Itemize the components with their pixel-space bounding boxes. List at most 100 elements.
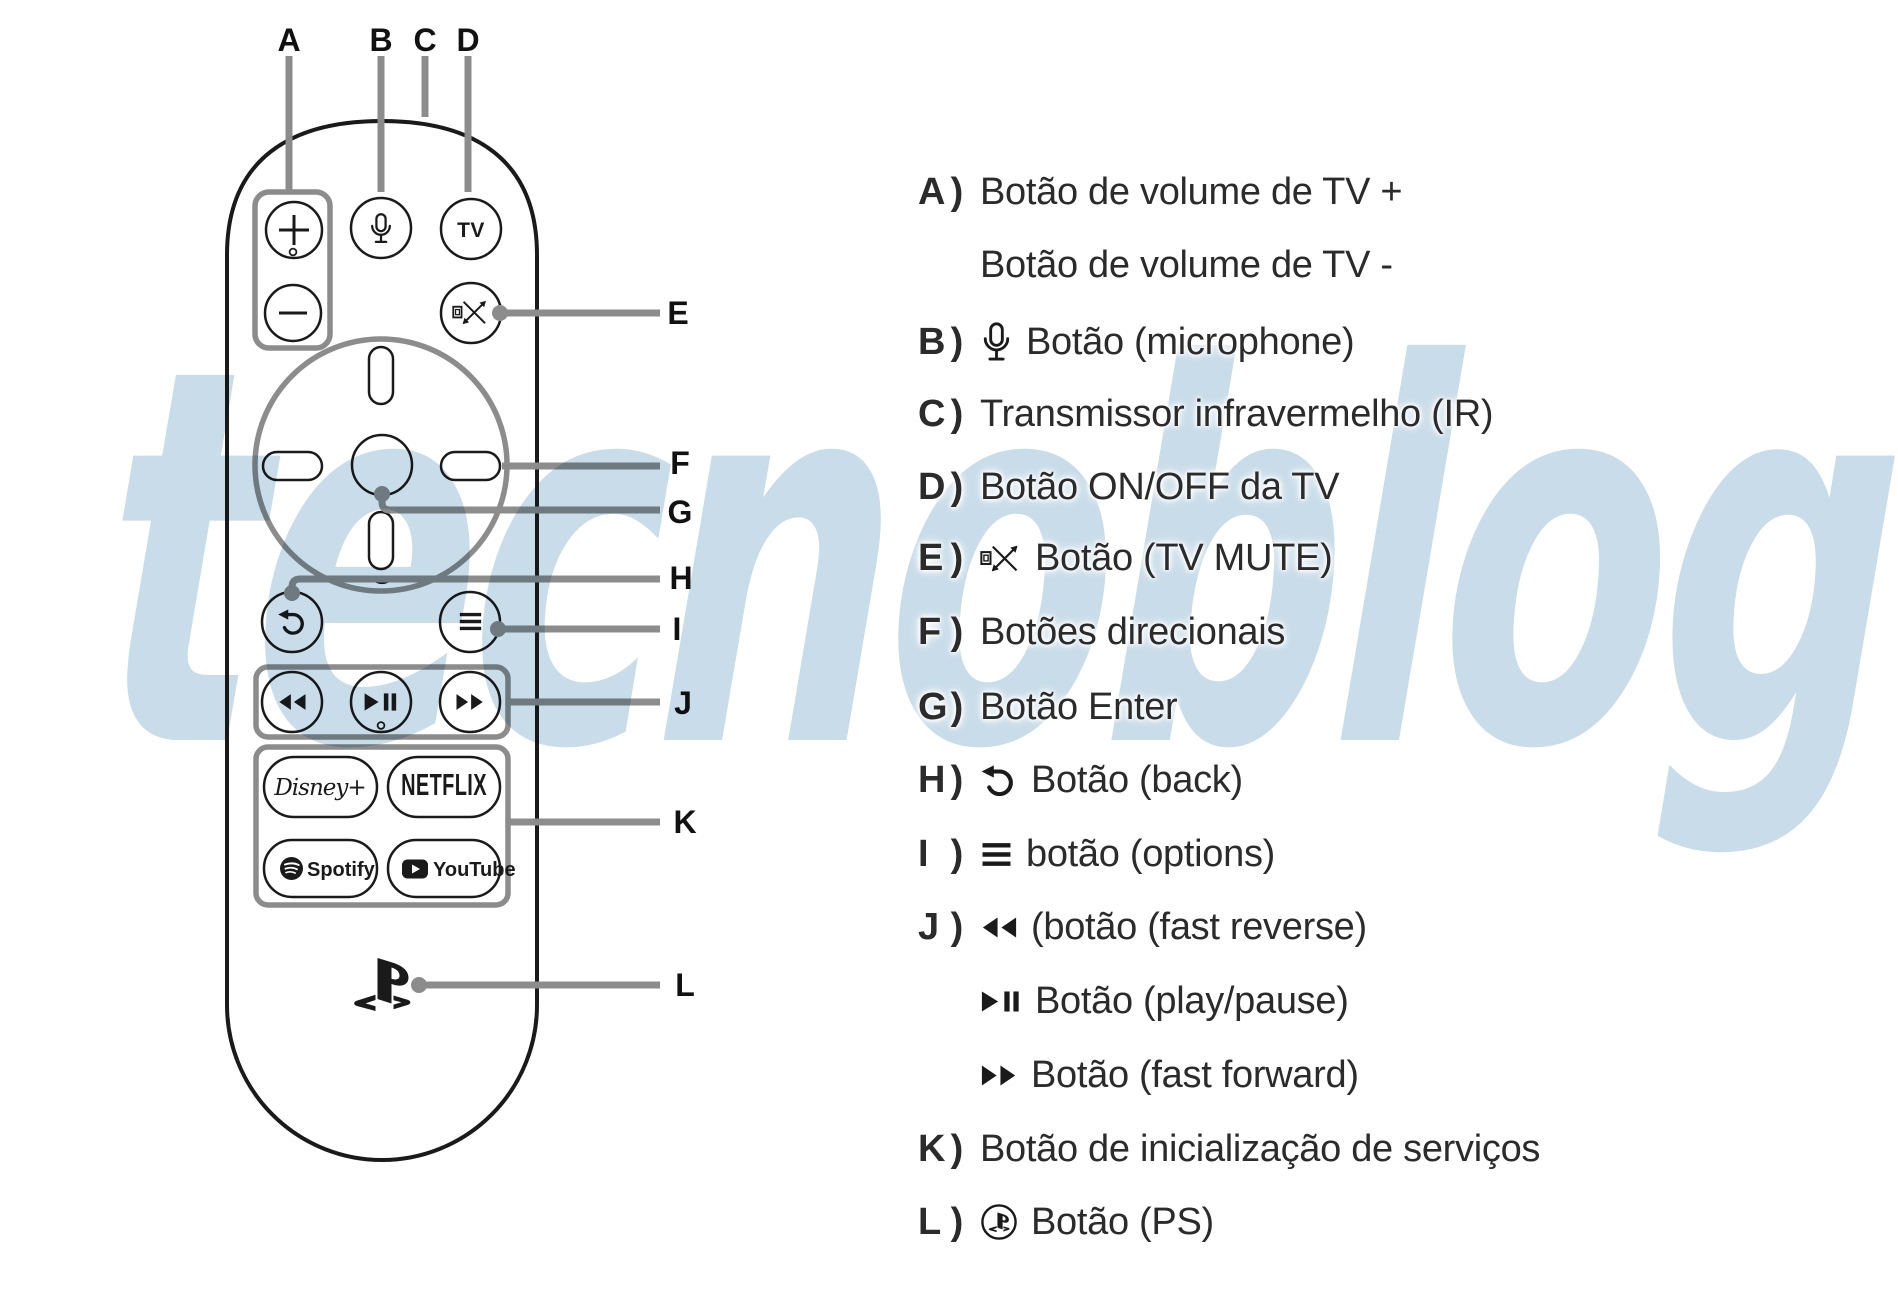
callout-dot-h xyxy=(284,585,300,601)
legend-paren: ) xyxy=(950,685,964,728)
legend-letter: C xyxy=(918,392,946,435)
callout-letter-d: D xyxy=(456,22,479,58)
fast-forward-button xyxy=(438,670,502,734)
callout-letter-a: A xyxy=(277,22,300,58)
callout-letter-g: G xyxy=(668,494,693,530)
callout-letter-f: F xyxy=(670,445,690,481)
disney-plus-button xyxy=(262,755,379,819)
legend-paren: ) xyxy=(950,170,964,213)
legend-paren: ) xyxy=(950,1127,964,1170)
legend-text: Botões direcionais xyxy=(980,610,1286,653)
fast-reverse-button xyxy=(260,670,324,734)
legend-text: Botão (microphone) xyxy=(1026,320,1355,363)
youtube-icon xyxy=(402,859,428,879)
legend-paren: ) xyxy=(950,610,964,653)
legend-paren: ) xyxy=(950,465,964,508)
legend-text: Botão de volume de TV + xyxy=(980,170,1403,213)
legend-text: Transmissor infravermelho (IR) xyxy=(980,392,1494,435)
legend-letter: G xyxy=(918,685,948,728)
callout-letter-h: H xyxy=(669,560,692,596)
legend-row-b: B) Botão (microphone) xyxy=(918,312,1355,372)
legend-paren: ) xyxy=(950,320,964,363)
legend-letter: F xyxy=(918,610,941,653)
callout-letter-k: K xyxy=(673,804,696,840)
legend-letter: E xyxy=(918,536,944,579)
play-pause-icon xyxy=(981,990,1019,1012)
legend-text: Botão de volume de TV - xyxy=(980,243,1393,286)
tv-power-button xyxy=(439,197,503,261)
legend-row-j2: Botão (play/pause) xyxy=(918,971,1349,1031)
legend-letter: B xyxy=(918,320,946,363)
volume-up-tactile-dot xyxy=(288,247,298,257)
legend-letter: K xyxy=(918,1127,946,1170)
legend-letter: A xyxy=(918,170,946,213)
legend-row-k: K) Botão de inicialização de serviços xyxy=(918,1119,1540,1179)
callout-dot-e xyxy=(492,305,508,321)
spotify-button xyxy=(262,838,379,899)
legend-paren: ) xyxy=(950,832,964,875)
dpad-right-button xyxy=(439,450,502,482)
legend-text: (botão (fast reverse) xyxy=(1031,905,1367,948)
plus-icon xyxy=(279,215,309,245)
callout-dot-g xyxy=(374,486,390,502)
legend-text: Botão (TV MUTE) xyxy=(1035,536,1333,579)
legend-text: Botão (fast forward) xyxy=(1031,1053,1359,1096)
legend-letter: I xyxy=(918,832,929,875)
callout-dot-l xyxy=(411,977,427,993)
legend-row-j1: J) (botão (fast reverse) xyxy=(918,897,1367,957)
legend-letter: D xyxy=(918,465,946,508)
tv-button-label: TV xyxy=(457,219,485,242)
netflix-button xyxy=(386,755,502,819)
fast-reverse-icon xyxy=(982,917,1017,937)
legend-text: botão (options) xyxy=(1026,832,1275,875)
legend-text: Botão Enter xyxy=(980,685,1178,728)
callout-letter-c: C xyxy=(413,22,436,58)
fast-forward-icon xyxy=(981,1065,1016,1085)
play-pause-tactile-dot xyxy=(376,721,386,730)
legend-row-f: F) Botões direcionais xyxy=(918,602,1285,662)
youtube-button xyxy=(386,838,502,899)
legend-text: Botão de inicialização de serviços xyxy=(980,1127,1541,1170)
legend-row-j3: Botão (fast forward) xyxy=(918,1045,1359,1105)
disney-plus-label: Disney+ xyxy=(273,775,365,801)
legend-text: Botão (play/pause) xyxy=(1035,979,1349,1022)
legend-row-d: D) Botão ON/OFF da TV xyxy=(918,457,1340,517)
callout-letter-l: L xyxy=(675,967,695,1003)
callout-line-g xyxy=(378,496,660,514)
microphone-icon xyxy=(983,322,1010,361)
netflix-label: NETFLIX xyxy=(401,769,487,802)
legend-paren: ) xyxy=(950,905,964,948)
callout-letter-e: E xyxy=(667,295,688,331)
back-icon xyxy=(980,764,1018,796)
callout-letters: A B C D E F G H I J K L xyxy=(277,22,696,1003)
legend-row-i: I) botão (options) xyxy=(918,824,1275,884)
dpad-down-button xyxy=(367,510,395,571)
legend-paren: ) xyxy=(950,392,964,435)
callout-dot-i xyxy=(490,621,506,637)
callout-letter-b: B xyxy=(369,22,392,58)
callout-letter-j: J xyxy=(674,685,692,721)
options-icon xyxy=(980,841,1013,868)
dpad-left-button xyxy=(261,450,324,482)
microphone-button xyxy=(349,196,413,260)
youtube-label: YouTube xyxy=(433,859,516,881)
callout-lines-top xyxy=(285,56,472,192)
play-pause-button xyxy=(349,670,413,734)
legend-row-c: C) Transmissor infravermelho (IR) xyxy=(918,384,1494,444)
legend-row-a2: Botão de volume de TV - xyxy=(918,235,1393,295)
legend-text: Botão ON/OFF da TV xyxy=(980,465,1340,508)
callout-letter-i: I xyxy=(673,611,682,647)
legend-row-l: L) Botão (PS) xyxy=(918,1192,1214,1252)
legend-paren: ) xyxy=(950,1200,964,1243)
legend-paren: ) xyxy=(950,536,964,579)
legend-letter: J xyxy=(918,905,939,948)
ps-icon xyxy=(981,1204,1017,1240)
legend-letter: L xyxy=(918,1200,941,1243)
legend-row-a1: A) Botão de volume de TV + xyxy=(918,162,1403,222)
legend-paren: ) xyxy=(950,758,964,801)
legend-row-h: H) Botão (back) xyxy=(918,750,1243,810)
dpad-up-button xyxy=(367,345,395,406)
tv-mute-icon xyxy=(980,544,1019,572)
